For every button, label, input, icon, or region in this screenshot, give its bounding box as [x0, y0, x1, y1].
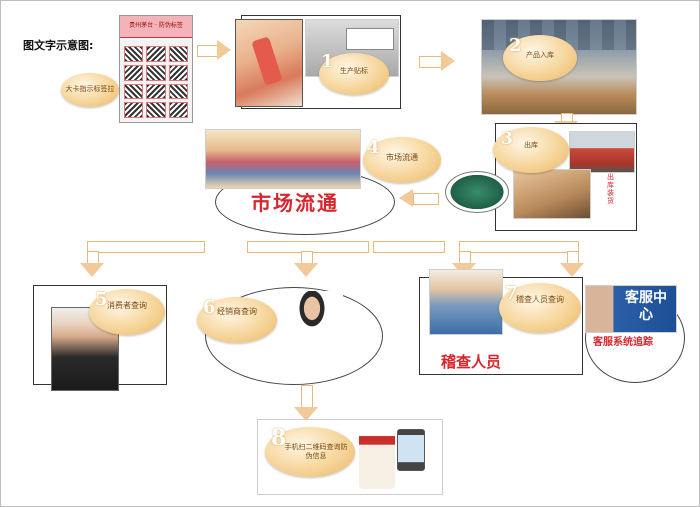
- step-8-phone-photo: [397, 429, 425, 471]
- step-7-inspector-photo: [429, 269, 503, 335]
- arrow-right-icon: [217, 40, 231, 60]
- step-2-bubble: 2 产品入库: [503, 35, 577, 81]
- distribution-pipe: [373, 241, 445, 253]
- step-2-number: 2: [509, 35, 522, 56]
- arrow-shaft: [419, 56, 443, 68]
- step-8-bottle-photo: [359, 427, 395, 489]
- step-3-number: 3: [501, 129, 513, 149]
- distribution-pipe: [459, 241, 579, 253]
- arrow-shaft: [413, 193, 439, 205]
- arrow-down-icon: [294, 263, 318, 277]
- step-4-number: 4: [367, 137, 380, 158]
- step-4-bubble: 4 市场流通: [363, 137, 441, 183]
- step-1-number: 1: [321, 51, 334, 72]
- arrow-down-icon: [294, 407, 318, 421]
- step-6-distributor-photo: [281, 291, 343, 353]
- service-center-sign: 客服中心: [625, 290, 667, 323]
- arrow-down-icon: [80, 263, 104, 277]
- arrow-right-icon: [441, 51, 455, 71]
- step-4-market-photo: [205, 129, 361, 189]
- arrow-shaft: [197, 45, 219, 57]
- step-7-bubble: 7 稽查人员查询: [499, 283, 581, 333]
- step-1-photo: [235, 19, 303, 107]
- step-5-bubble: 5 消费者查询: [89, 289, 165, 335]
- truck-caption: 出库装货: [607, 173, 614, 205]
- service-caption: 客服系统追踪: [593, 337, 653, 348]
- step-3-loading-photo: [513, 169, 591, 219]
- step-5-number: 5: [95, 289, 108, 310]
- service-center-photo: 客服中心: [585, 285, 677, 333]
- market-title: 市场流通: [251, 191, 339, 215]
- step-1-bubble: 1 生产贴标: [319, 51, 389, 95]
- step-7-number: 7: [505, 283, 518, 304]
- label-sheet: 贵州茅台 · 防伪标签: [119, 15, 193, 123]
- arrow-left-icon: [399, 189, 413, 207]
- step-8-bubble: 8 手机扫二维码查询防伪信息: [265, 425, 355, 477]
- step-8-number: 8: [271, 425, 287, 451]
- distribution-pipe: [87, 241, 205, 253]
- label-sheet-header: 贵州茅台 · 防伪标签: [120, 16, 192, 38]
- step-3-truck-photo: [569, 131, 635, 173]
- step-3-bubble: 3 出库: [493, 127, 569, 173]
- scanner-photo: [445, 171, 509, 213]
- step-6-number: 6: [203, 297, 216, 318]
- step-6-bubble: 6 经销商查询: [197, 297, 277, 343]
- diagram-title: 图文字示意图:: [23, 39, 94, 52]
- label-sheet-bubble: 大卡指示标签拉: [61, 73, 119, 107]
- qr-code-grid: [124, 46, 188, 118]
- arrow-down-icon: [560, 263, 584, 277]
- inspector-label: 稽查人员: [441, 353, 502, 371]
